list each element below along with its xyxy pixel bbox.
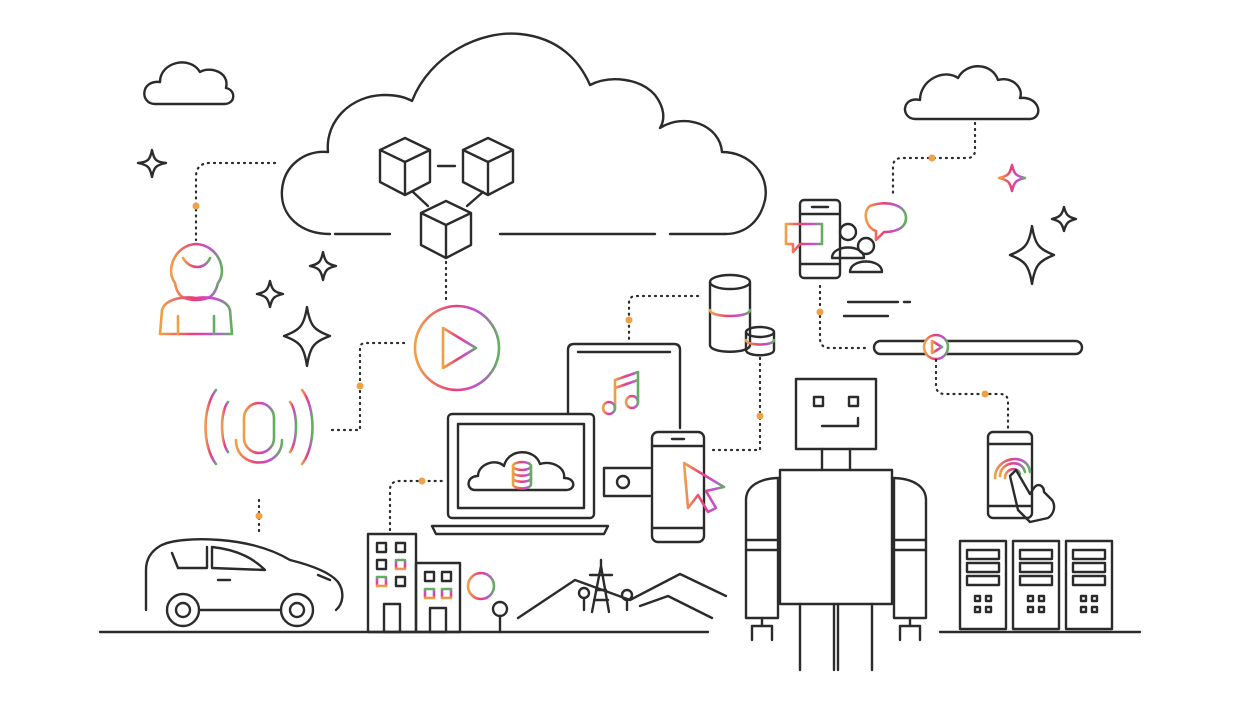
server-rack-2 [1018,548,1054,614]
server-rack-1 [965,548,1001,614]
main-cloud-icon [280,32,767,236]
touch-phone-icon [986,430,1056,524]
microphone-icon [204,388,314,534]
blocks-network-icon [378,136,515,302]
connector-database [625,294,764,452]
connector-buildings-laptop [388,477,446,532]
sparkle-icon [136,148,1078,368]
play-button-icon [413,304,501,392]
text-lines-decor [842,300,912,318]
transmission-tower-icon [577,558,634,614]
connector-person [192,161,277,242]
connector-cloud-chat [891,121,977,198]
trees-icon [466,571,509,634]
laptop-cloud-database-icon [430,412,610,536]
connector-mic-play [330,341,410,432]
server-rack-3 [1071,548,1107,614]
small-cloud-icon-right [903,65,1040,121]
tablet-music-icon [566,342,682,498]
robot-icon [744,377,928,672]
person-icon [158,242,234,336]
buildings-icon [366,532,462,634]
chat-users-phone-icon [784,198,908,350]
small-cloud-icon-left [143,61,235,106]
database-icon [708,273,776,357]
phone-cursor-icon [650,430,726,544]
car-icon [144,538,344,628]
server-racks-icon [958,539,1114,631]
window-grid [375,541,453,600]
media-progress-bar-icon [872,333,1084,430]
